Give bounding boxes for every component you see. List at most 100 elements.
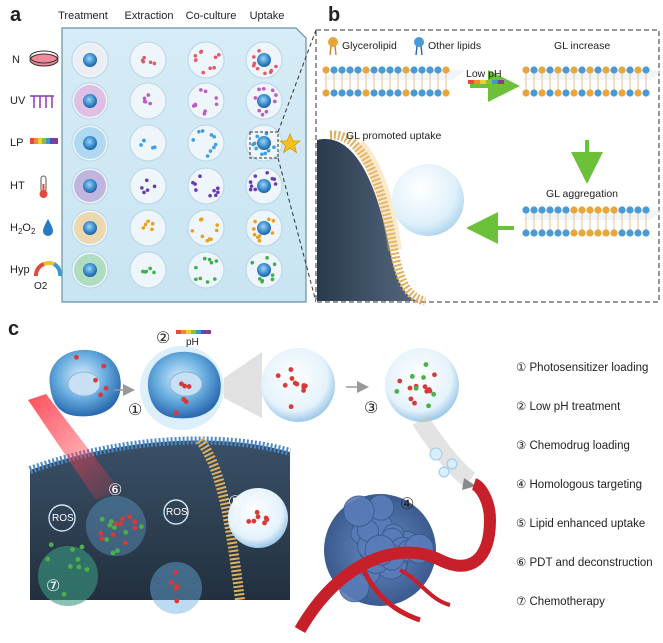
lipid-raft: [195, 437, 245, 601]
vesicle-dot: [254, 146, 258, 151]
vesicle-dot: [272, 145, 276, 150]
vesicle-dot: [142, 96, 147, 101]
glycerolipid-icon: [328, 37, 338, 56]
vesicle-dot: [251, 227, 256, 231]
gl-increase-label: GL increase: [554, 40, 611, 52]
vesicle-dot: [265, 170, 269, 175]
vesicle-dot: [194, 265, 198, 270]
row-icons: [29, 50, 62, 277]
vesicle-dot: [141, 59, 146, 64]
vesicle-dot: [198, 276, 203, 281]
lipid-bilayer: [522, 66, 663, 97]
row-label-h2o2: H2O2: [10, 222, 36, 237]
vesicle-dot: [260, 152, 264, 157]
well-1-1: [129, 82, 167, 120]
vesicle-dot: [253, 187, 258, 192]
vesicle-dot: [205, 154, 210, 158]
vesicle-dot: [257, 108, 261, 113]
vesicle-dot: [212, 188, 216, 193]
vesicle-dot: [150, 221, 155, 226]
lipid-bilayer: [522, 206, 663, 237]
vesicle-dot: [144, 269, 149, 274]
step-7: ⑦ Chemotherapy: [516, 596, 605, 608]
vesicle-dot: [266, 148, 271, 153]
vesicle-dot: [212, 145, 216, 150]
vesicle-dot: [250, 260, 255, 265]
vesicle-dot: [199, 217, 204, 221]
vesicle-dot: [190, 229, 195, 233]
vesicle-dot: [255, 66, 260, 71]
vesicle-dot: [199, 88, 203, 92]
step-6: ⑥ PDT and deconstruction: [516, 557, 653, 569]
well-5-1: [129, 251, 167, 289]
well-2-0: [71, 124, 109, 162]
vesicle-dot: [270, 273, 275, 277]
vesicle-chemodrug: [385, 348, 459, 422]
vesicle-dot: [248, 180, 253, 184]
vesicle-dot: [142, 55, 147, 60]
ros-label-1: ROS: [52, 513, 74, 524]
vesicle-dot: [252, 232, 257, 237]
vesicle: [392, 164, 464, 236]
vesicle-dot: [257, 49, 261, 53]
marker-7: ⑦: [46, 578, 61, 595]
vesicle-dot: [214, 96, 219, 100]
vesicle-dot: [263, 151, 268, 156]
well-3-0: [71, 167, 109, 205]
well-0-0: [71, 41, 109, 79]
well-2-1: [129, 124, 167, 162]
ros-bubble-1: [48, 504, 76, 532]
vesicle-dot: [255, 134, 260, 139]
vesicle-dot: [214, 102, 219, 107]
step-4: ④ Homologous targeting: [516, 479, 643, 491]
vesicle-dot: [140, 186, 144, 190]
well-plate: [61, 27, 307, 303]
vesicle-dot: [200, 129, 205, 133]
vesicle-dot: [264, 109, 269, 114]
vesicle-dot: [198, 174, 202, 179]
low-ph-scale-icon: [468, 80, 504, 84]
vesicle-dot: [146, 93, 151, 97]
vesicle-dot: [197, 129, 201, 134]
well-4-2: [187, 209, 225, 247]
vesicle-dot: [148, 266, 152, 271]
vesicle-dot: [143, 99, 148, 104]
vesicle-dot: [209, 237, 213, 242]
vesicle-dot: [150, 145, 155, 150]
vesicle-dot: [200, 234, 205, 239]
vesicle-dot: [146, 219, 150, 224]
vesicle-dot: [274, 64, 278, 69]
droplet-icon: [43, 219, 53, 236]
well-5-3: [245, 251, 283, 289]
step-5: ⑤ Lipid enhanced uptake: [516, 518, 646, 530]
column-header-coculture: Co-culture: [185, 10, 237, 22]
vesicle-dot: [264, 131, 269, 136]
vesicle-dot: [257, 87, 261, 92]
vesicle-dot: [257, 234, 262, 238]
vesicle-dot: [270, 277, 275, 282]
thermometer-icon: [39, 175, 48, 198]
vesicle-dot: [257, 238, 262, 243]
well-4-0: [71, 209, 109, 247]
vesicle-dot: [265, 256, 269, 260]
blood-vessel: [294, 478, 497, 633]
panel-a-letter: a: [10, 4, 22, 26]
gl-aggregation-label: GL aggregation: [546, 188, 618, 200]
well-3-3: [245, 167, 283, 205]
well-2-3: [245, 124, 283, 162]
vesicle-dot: [253, 219, 257, 224]
gl-uptake-label: GL promoted uptake: [346, 130, 442, 142]
marker-6: ⑥: [108, 482, 123, 499]
row-label-n: N: [12, 54, 20, 66]
well-3-2: [187, 167, 225, 205]
vesicle-dot: [209, 260, 214, 265]
vesicle-dot: [144, 178, 149, 183]
row-label-uv: UV: [10, 95, 26, 107]
well-3-1: [129, 167, 167, 205]
vesicle-dot: [212, 65, 216, 70]
ros-bubble-2: [163, 499, 189, 525]
vesicle-dot: [263, 71, 267, 76]
vesicle-dot: [139, 143, 143, 147]
well-0-3: [245, 41, 283, 79]
